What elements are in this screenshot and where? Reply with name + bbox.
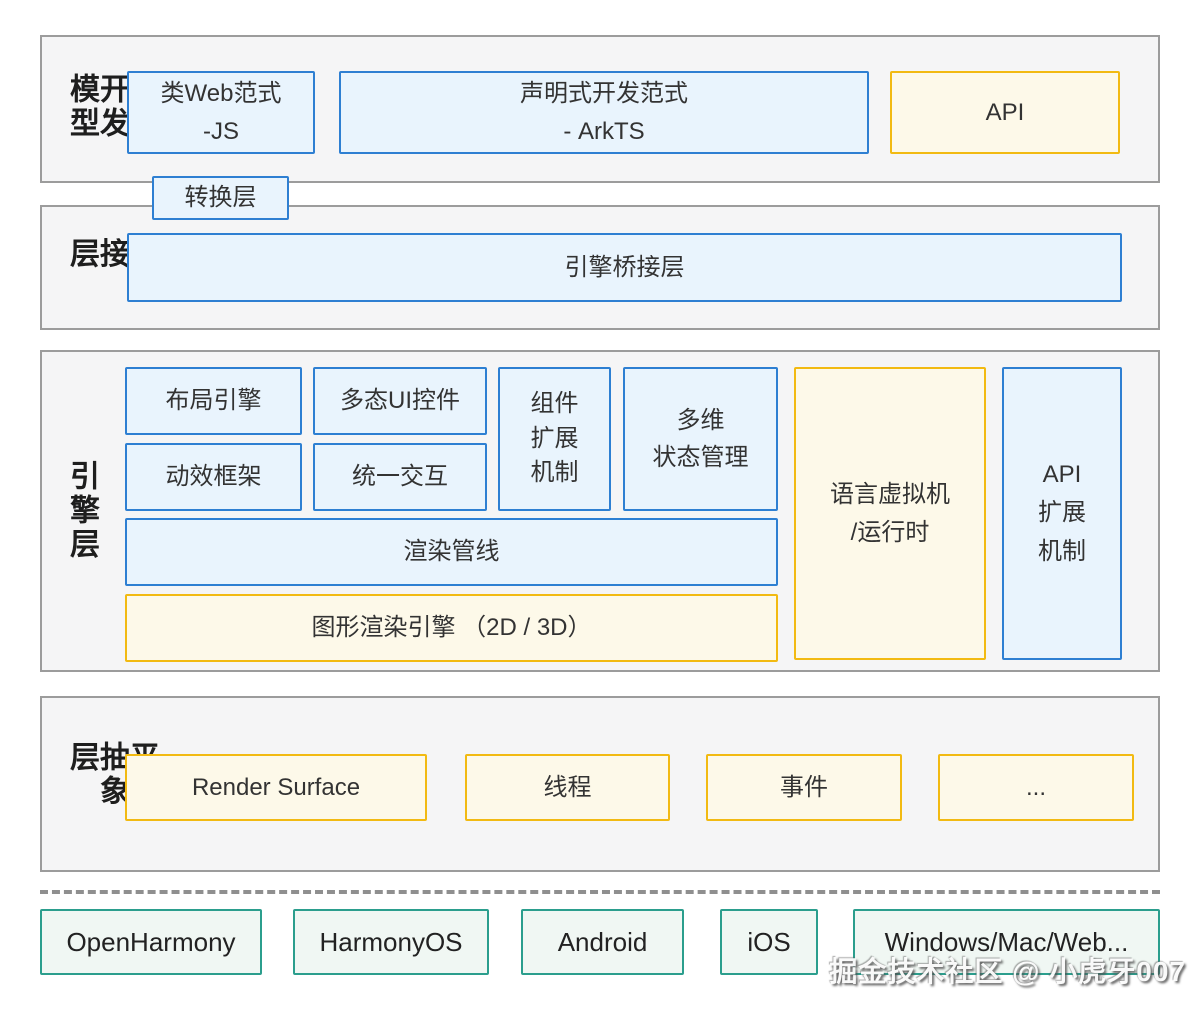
box-api: API [890, 71, 1120, 154]
platform-openharmony: OpenHarmony [40, 909, 262, 975]
box-more-ellipsis: ... [938, 754, 1134, 821]
box-graphics-render-engine: 图形渲染引擎 （2D / 3D） [125, 594, 778, 662]
box-layout-engine: 布局引擎 [125, 367, 302, 435]
box-event: 事件 [706, 754, 902, 821]
box-thread: 线程 [465, 754, 670, 821]
platform-ios: iOS [720, 909, 818, 975]
box-engine-bridge-layer: 引擎桥接层 [127, 233, 1122, 302]
layer-engine-title: 引擎层 [65, 460, 98, 562]
box-web-js-paradigm: 类Web范式 -JS [127, 71, 315, 154]
box-multidimensional-state-management: 多维 状态管理 [623, 367, 778, 511]
watermark: 掘金技术社区 @ 小虎牙007 [829, 956, 1186, 987]
box-unified-interaction: 统一交互 [313, 443, 487, 511]
layer-engine: 引擎层 布局引擎 多态UI控件 动效框架 统一交互 组件 扩展 机制 多维 状态… [40, 350, 1160, 672]
layer-bridge: 桥接层 引擎桥接层 [40, 205, 1160, 330]
box-api-extension-mechanism: API 扩展 机制 [1002, 367, 1122, 660]
box-conversion-layer: 转换层 [152, 176, 289, 220]
box-animation-framework: 动效框架 [125, 443, 302, 511]
layer-dev-model-title: 开发模型 [65, 73, 128, 141]
box-language-vm-runtime: 语言虚拟机 /运行时 [794, 367, 986, 660]
platform-harmonyos: HarmonyOS [293, 909, 489, 975]
box-polymorphic-ui-controls: 多态UI控件 [313, 367, 487, 435]
box-declarative-arkts-paradigm: 声明式开发范式 - ArkTS [339, 71, 869, 154]
box-render-surface: Render Surface [125, 754, 427, 821]
box-component-extension-mechanism: 组件 扩展 机制 [498, 367, 611, 511]
box-render-pipeline: 渲染管线 [125, 518, 778, 586]
dashed-divider [40, 890, 1160, 894]
layer-dev-model: 开发模型 类Web范式 -JS 声明式开发范式 - ArkTS API [40, 35, 1160, 183]
platform-android: Android [521, 909, 684, 975]
platform-windows-mac-web: Windows/Mac/Web... [853, 909, 1160, 975]
layer-platform-abstraction: 平台抽象层 Render Surface 线程 事件 ... [40, 696, 1160, 872]
